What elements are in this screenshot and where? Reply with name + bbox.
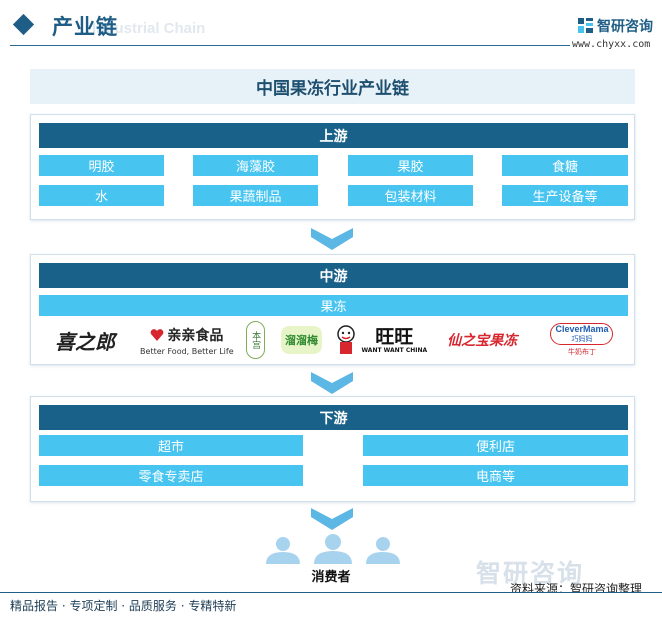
upstream-stage: 上游 明胶 海藻胶 果胶 食糖 水 果蔬制品 包装材料 生产设备等 [30,114,635,220]
brand-logo-xianzhibao-text: 仙之宝果冻 [447,333,518,349]
upstream-item: 果胶 [348,155,473,176]
upstream-item: 食糖 [502,155,628,176]
upstream-item: 果蔬制品 [193,185,318,206]
downstream-item: 零食专卖店 [39,465,303,486]
upstream-item: 水 [39,185,164,206]
downstream-item: 电商等 [363,465,628,486]
downstream-header: 下游 [39,405,628,430]
downstream-item: 超市 [39,435,303,456]
header-title: 产业链 [52,15,118,39]
header-rule [10,45,570,46]
downstream-item: 便利店 [363,435,628,456]
down-arrow-icon [311,228,353,250]
brand-logo-liuliumei: 溜溜梅 [276,319,326,361]
heart-icon [150,328,164,341]
brand-logo-liuliumei-text: 溜溜梅 [280,326,322,354]
brand-logo-qinqin-text: 亲亲食品 [167,327,224,344]
upstream-item: 海藻胶 [193,155,318,176]
brand-logo-bengong-text: 本宫 [246,321,266,359]
consumers-icon [266,534,400,564]
watermark: 智研咨询 [476,559,585,588]
midstream-stage: 中游 果冻 喜之郎 亲亲食品 Better Food, Better Life … [30,254,635,365]
down-arrow-icon [311,508,353,530]
brand-name: 智研咨询 [597,19,653,35]
brand-logo-xizhilang-text: 喜之郎 [55,329,115,354]
brand-logo-icon [578,18,593,33]
down-arrow-icon [311,372,353,394]
brand-logo-wangwang-text: 旺旺 [375,325,414,348]
brand-logo-clevermama-sub: 巧妈妈 [571,335,593,343]
brand-logo-clevermama-tagline: 牛奶布丁 [567,348,596,356]
brand-logo-qinqin-tagline: Better Food, Better Life [140,346,234,356]
brand-logo-wangwang: 旺旺 WANT WANT CHINA [334,319,428,361]
upstream-item: 生产设备等 [502,185,628,206]
diamond-icon [12,13,35,36]
brand-url: www.chyxx.com [572,39,651,50]
consumer-label: 消费者 [311,570,351,585]
brand-logos: 喜之郎 亲亲食品 Better Food, Better Life 本宫 溜溜梅 [39,319,628,361]
upstream-item: 包装材料 [348,185,473,206]
brand-logo-wangwang-tagline: WANT WANT CHINA [361,346,428,354]
footer: 精品报告 · 专项定制 · 品质服务 · 专精特新 [0,592,662,620]
page-header: Industrial Chain 产业链 智研咨询 www.chyxx.com [0,0,662,52]
footer-rule [0,592,662,593]
brand-logo-qinqin: 亲亲食品 Better Food, Better Life [139,319,235,361]
brand-logo-xianzhibao: 仙之宝果冻 [436,319,528,361]
chain-title: 中国果冻行业产业链 [30,69,635,104]
upstream-item: 明胶 [39,155,164,176]
mascot-icon [337,325,356,354]
footer-text: 精品报告 · 专项定制 · 品质服务 · 专精特新 [10,599,237,613]
brand-logo-bengong: 本宫 [243,319,269,361]
brand-logo-xizhilang: 喜之郎 [39,319,131,361]
brand-logo-clevermama: CleverMama 巧妈妈 牛奶布丁 [536,319,628,361]
midstream-header: 中游 [39,263,628,288]
upstream-header: 上游 [39,123,628,148]
brand-logo-clevermama-text: CleverMama [555,324,609,334]
midstream-product: 果冻 [39,295,628,316]
downstream-stage: 下游 超市 便利店 零食专卖店 电商等 [30,396,635,502]
header-subtitle-en: Industrial Chain [92,20,206,37]
